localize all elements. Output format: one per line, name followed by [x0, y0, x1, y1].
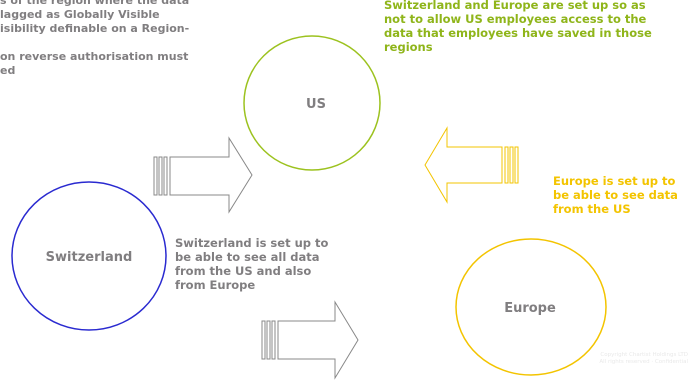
watermark-line-1: Copyright Chartist Holdings LTD [600, 352, 688, 358]
description-line-2: lagged as Globally Visible [0, 8, 160, 21]
switzerland-node-label: Switzerland [46, 250, 133, 265]
us-node-label: US [306, 97, 326, 112]
watermark-line-2: All rights reserved · Confidential [599, 359, 688, 365]
switzerland-access-note: Switzerland is set up to be able to see … [175, 236, 329, 292]
truncated-description-text: s of the region where the data lagged as… [0, 0, 200, 78]
arrow-switzerland-from-europe [261, 300, 359, 380]
description-line-3: isibility definable on a Region- [0, 22, 190, 35]
us-node [243, 35, 381, 171]
europe-node-label: Europe [504, 301, 556, 316]
description-line-4: on reverse authorisation must [0, 50, 189, 63]
arrow-switzerland-from-us [153, 136, 253, 214]
arrow-europe-from-us [424, 126, 519, 204]
europe-access-note: Europe is set up to be able to see data … [553, 174, 678, 216]
swiss-europe-restriction-note: Switzerland and Europe are set up so as … [384, 0, 652, 54]
copyright-watermark: Copyright Chartist Holdings LTD All righ… [586, 352, 688, 366]
description-line-5: ed [0, 64, 16, 77]
europe-node [455, 238, 607, 376]
switzerland-node [11, 181, 167, 331]
description-line-1: s of the region where the data [0, 0, 190, 7]
